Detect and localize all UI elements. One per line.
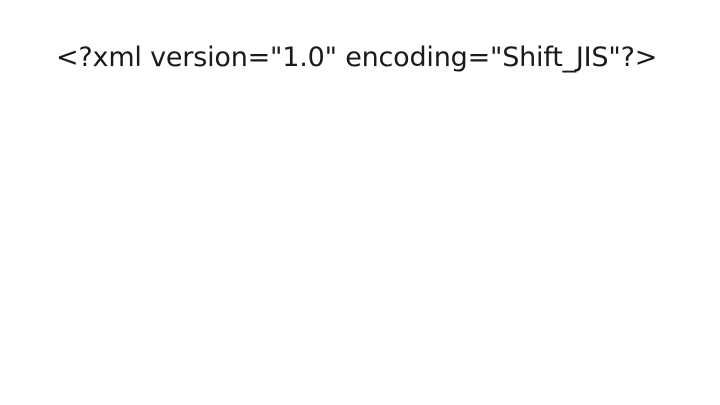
xml-declaration-text: <?xml version="1.0" encoding="Shift_JIS"… bbox=[56, 42, 658, 73]
